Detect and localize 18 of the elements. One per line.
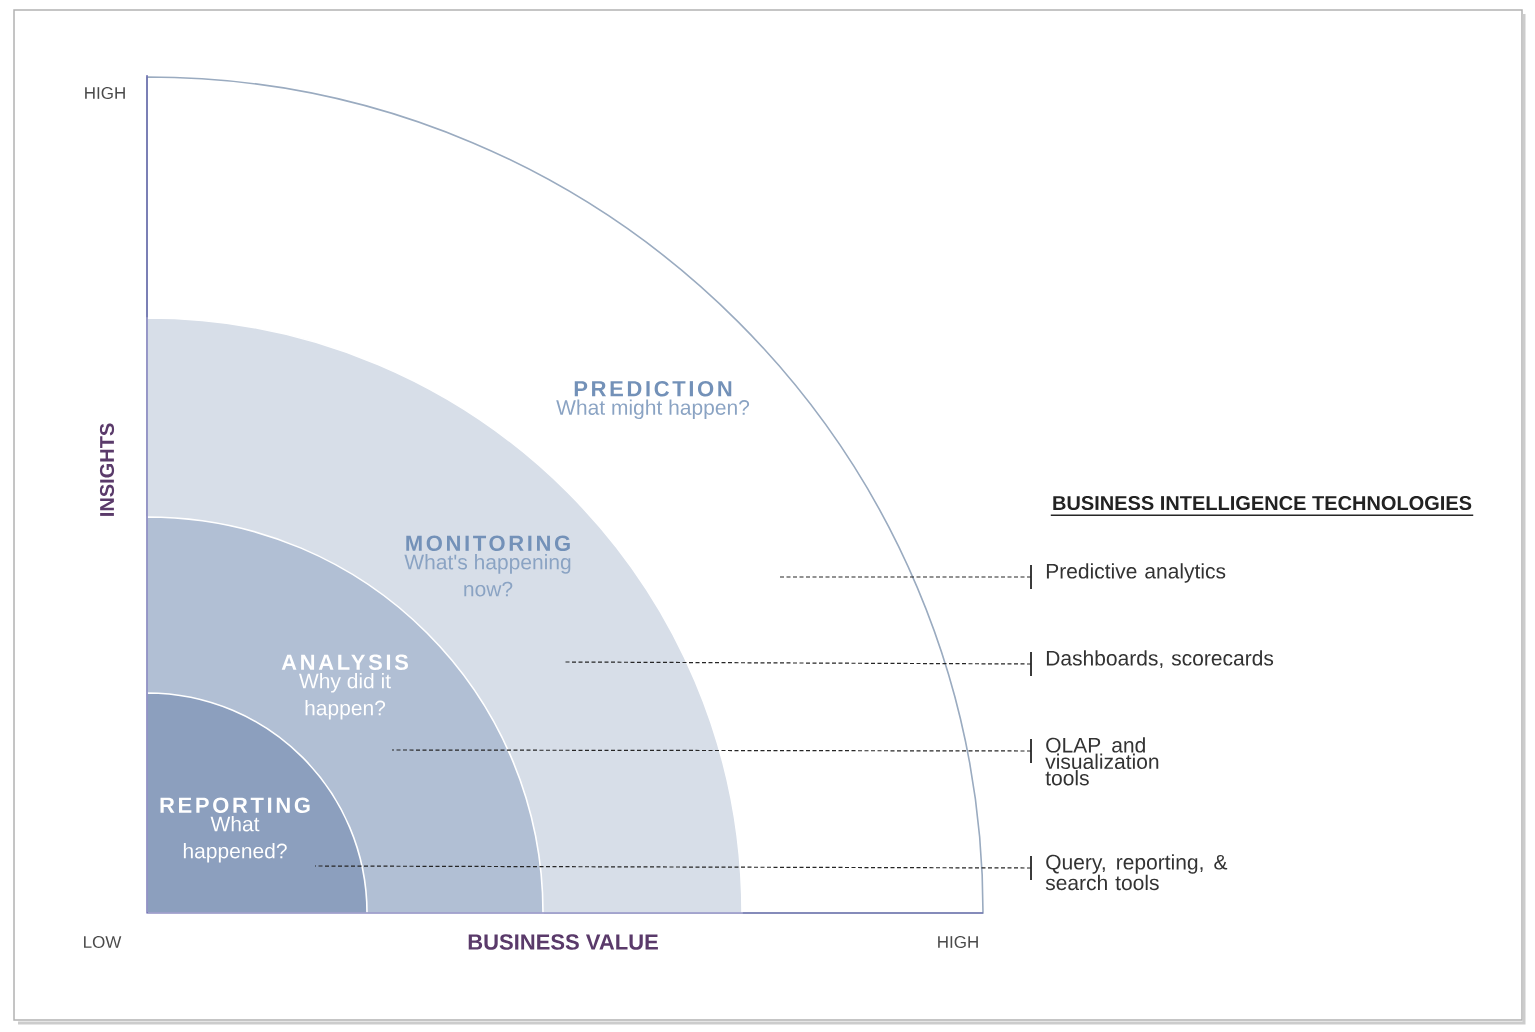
axis-label: LOW bbox=[84, 936, 122, 948]
section-heading: BUSINESS INTELLIGENCE TECHNOLOGIES bbox=[1053, 495, 1472, 511]
leader-line bbox=[314, 855, 1032, 881]
axis-label: HIGH bbox=[85, 87, 125, 99]
axis-label: HIGH bbox=[938, 936, 978, 948]
band-label: PREDICTION What might happen? bbox=[556, 380, 750, 420]
axis-label: INSIGHTS bbox=[99, 423, 115, 516]
leader-line bbox=[779, 564, 1032, 590]
band-label: ANALYSIS Why did it happen? bbox=[281, 654, 408, 720]
axis-label: BUSINESS VALUE bbox=[468, 934, 658, 950]
band-label: MONITORING What's happening now? bbox=[404, 535, 571, 597]
technology-label: Query, reporting, & search tools bbox=[1045, 854, 1228, 891]
leader-line bbox=[391, 738, 1032, 764]
technology-label: Predictive analytics bbox=[1046, 563, 1226, 583]
technology-label: Dashboards, scorecards bbox=[1046, 650, 1274, 669]
leader-line bbox=[564, 651, 1032, 677]
technology-label: OLAP and visualization tools bbox=[1045, 737, 1159, 786]
band-label: REPORTING What happened? bbox=[160, 797, 310, 863]
